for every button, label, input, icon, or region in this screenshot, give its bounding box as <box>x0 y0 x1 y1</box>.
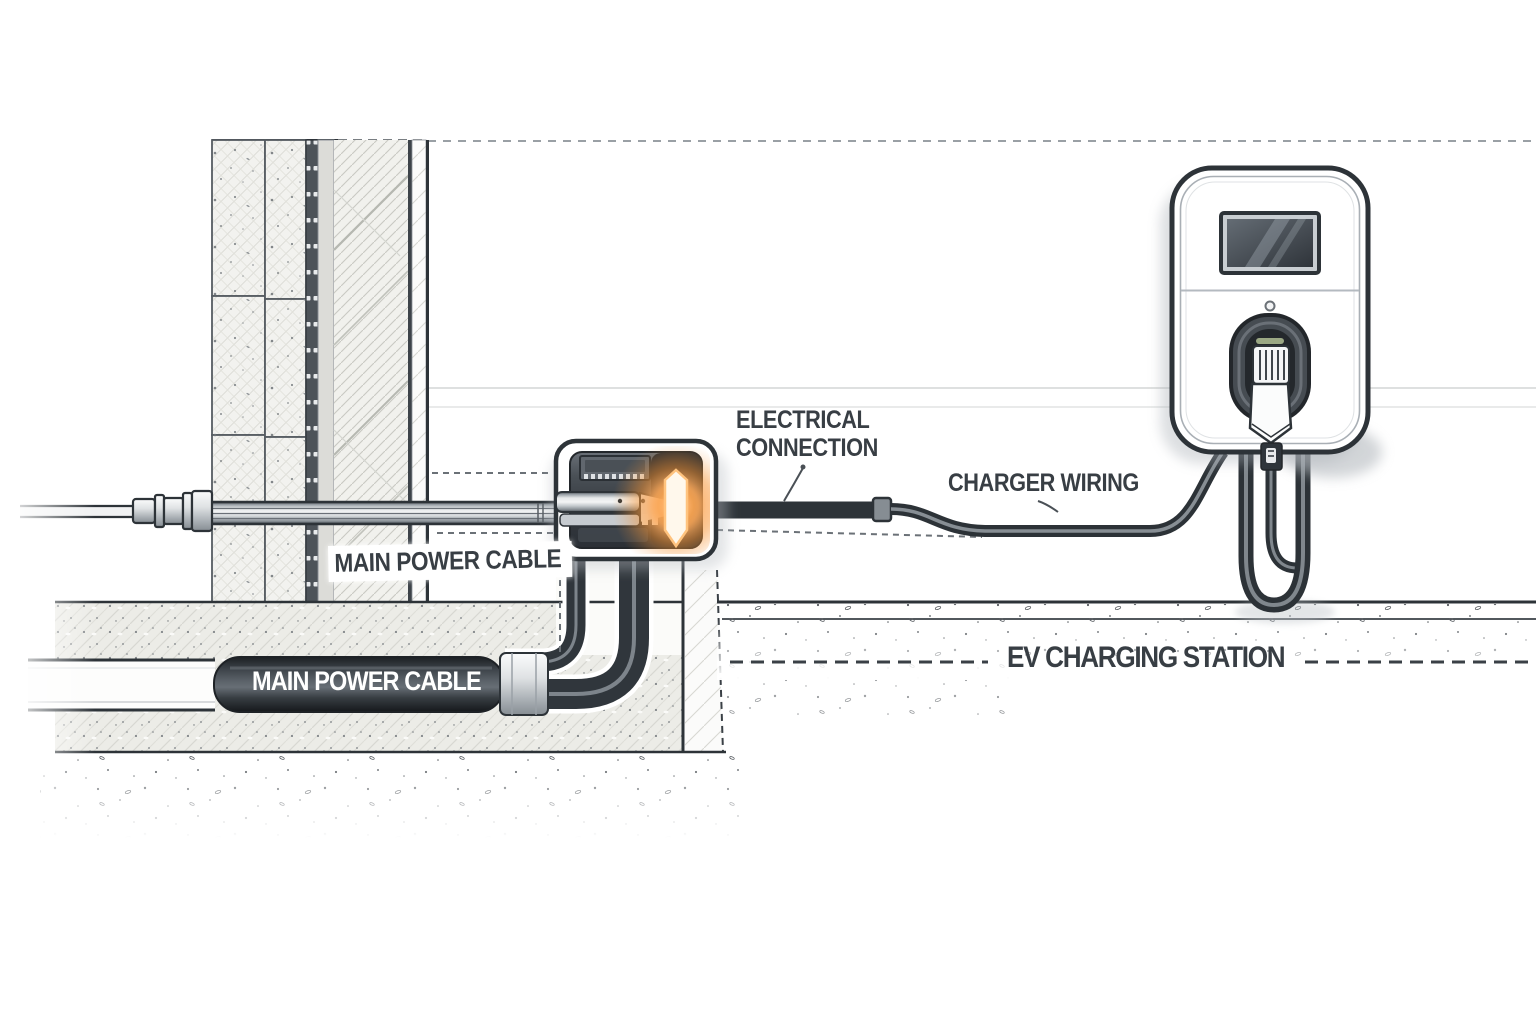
wall-membrane-layer <box>305 139 319 603</box>
junction-box <box>550 438 728 570</box>
label-main-power-cable-buried: MAIN POWER CABLE <box>252 666 482 696</box>
charger-wiring-cable <box>890 448 1228 537</box>
main-power-cable-horizontal <box>208 500 558 526</box>
label-leader-lines <box>783 464 1059 513</box>
wall-outer-line <box>408 140 412 602</box>
electrical-connection-leader <box>783 467 804 502</box>
wall-outer-edge <box>426 140 429 602</box>
label-main-power-cable-wall: MAIN POWER CABLE <box>328 540 573 582</box>
wall-outer-band <box>411 139 427 603</box>
soil-speckles-right <box>717 604 1536 716</box>
wall-cross-section <box>211 139 429 603</box>
label-electrical-connection: ELECTRICAL CONNECTION <box>736 406 878 462</box>
ev-charging-station-unit <box>1160 165 1382 478</box>
wall-sheathing-layer <box>317 139 335 603</box>
foundation-edge-strip <box>685 570 723 752</box>
charger-wiring-first-segment <box>716 496 893 523</box>
label-charger-wiring: CHARGER WIRING <box>948 469 1139 497</box>
status-led <box>1264 300 1276 312</box>
wall-hatched-core <box>333 140 409 602</box>
cable-sleeve-coupling <box>499 652 549 716</box>
charger-display-screen <box>1219 211 1321 275</box>
charging-plug <box>1248 345 1293 471</box>
soil-speckles-below <box>40 756 740 838</box>
label-electrical-connection-line2: CONNECTION <box>736 434 878 462</box>
conduit-coupler <box>871 496 893 523</box>
label-ev-charging-station: EV CHARGING STATION <box>1007 641 1286 674</box>
left-fade <box>0 0 95 1024</box>
charging-cable-loop <box>1235 448 1335 624</box>
insulation-blocks <box>211 139 307 603</box>
charger-wiring-leader <box>1037 500 1059 513</box>
glowing-fuse-element <box>663 468 689 549</box>
buried-cable-run <box>28 552 654 716</box>
label-electrical-connection-line1: ELECTRICAL <box>736 406 870 434</box>
dashed-reference-lines <box>432 472 1536 664</box>
